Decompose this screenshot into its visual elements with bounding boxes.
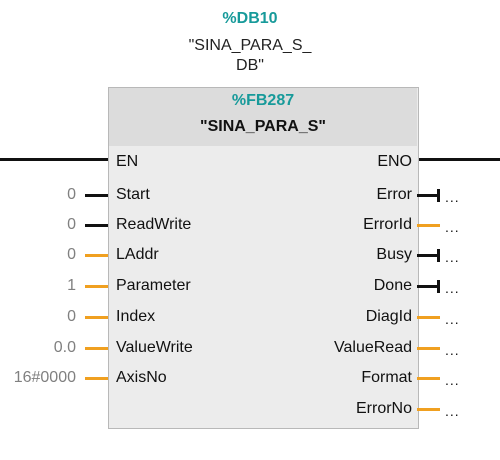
input-pin-parameter[interactable]: Parameter [116, 277, 191, 294]
input-pin-laddr[interactable]: LAddr [116, 246, 159, 263]
instance-db-symbol-line2: DB" [236, 57, 264, 74]
output-wire-busy [417, 254, 438, 257]
input-pin-readwrite[interactable]: ReadWrite [116, 216, 192, 233]
input-wire-valuewrite [85, 347, 108, 350]
input-pin-start[interactable]: Start [116, 186, 150, 203]
instance-db-symbol[interactable]: "SINA_PARA_S_ DB" [0, 36, 500, 76]
output-wire-errorid [417, 224, 440, 227]
output-wire-format [417, 377, 440, 380]
power-rail-left [0, 158, 108, 161]
input-wire-axisno [85, 377, 108, 380]
output-wire-valueread [417, 347, 440, 350]
input-wire-parameter [85, 285, 108, 288]
wire-end-cap [437, 189, 440, 202]
instance-db-address: %DB10 [222, 10, 278, 27]
output-target-done[interactable]: ... [445, 280, 460, 296]
input-value-laddr[interactable]: 0 [67, 246, 76, 263]
input-pin-en[interactable]: EN [116, 153, 139, 170]
output-target-diagid[interactable]: ... [445, 311, 460, 327]
instance-db-symbol-line1: "SINA_PARA_S_ [188, 37, 312, 54]
input-value-axisno[interactable]: 16#0000 [13, 369, 76, 386]
power-rail-right [417, 158, 500, 161]
wire-end-cap [437, 249, 440, 262]
output-pin-done[interactable]: Done [373, 277, 412, 294]
input-pin-index[interactable]: Index [116, 308, 156, 325]
wire-end-cap [437, 280, 440, 293]
function-block-header [109, 88, 417, 146]
output-target-errorno[interactable]: ... [445, 403, 460, 419]
output-target-errorid[interactable]: ... [445, 219, 460, 235]
function-block-symbol: "SINA_PARA_S" [199, 118, 326, 135]
output-wire-done [417, 285, 438, 288]
input-value-parameter[interactable]: 1 [67, 277, 76, 294]
input-wire-laddr [85, 254, 108, 257]
output-pin-busy[interactable]: Busy [376, 246, 412, 263]
output-target-error[interactable]: ... [445, 189, 460, 205]
output-target-busy[interactable]: ... [445, 249, 460, 265]
output-pin-valueread[interactable]: ValueRead [334, 339, 412, 356]
input-wire-start [85, 194, 108, 197]
input-value-readwrite[interactable]: 0 [67, 216, 76, 233]
output-pin-format[interactable]: Format [361, 369, 412, 386]
output-pin-error[interactable]: Error [376, 186, 412, 203]
input-pin-valuewrite[interactable]: ValueWrite [116, 339, 193, 356]
output-wire-errorno [417, 408, 440, 411]
output-wire-error [417, 194, 438, 197]
input-pin-axisno[interactable]: AxisNo [116, 369, 167, 386]
output-pin-eno[interactable]: ENO [377, 153, 412, 170]
input-value-index[interactable]: 0 [67, 308, 76, 325]
function-block-address: %FB287 [231, 92, 295, 109]
input-value-valuewrite[interactable]: 0.0 [53, 339, 76, 356]
output-pin-diagid[interactable]: DiagId [365, 308, 412, 325]
input-wire-index [85, 316, 108, 319]
input-value-start[interactable]: 0 [67, 186, 76, 203]
output-pin-errorno[interactable]: ErrorNo [355, 400, 412, 417]
output-target-format[interactable]: ... [445, 372, 460, 388]
input-wire-readwrite [85, 224, 108, 227]
output-pin-errorid[interactable]: ErrorId [363, 216, 412, 233]
output-target-valueread[interactable]: ... [445, 342, 460, 358]
output-wire-diagid [417, 316, 440, 319]
